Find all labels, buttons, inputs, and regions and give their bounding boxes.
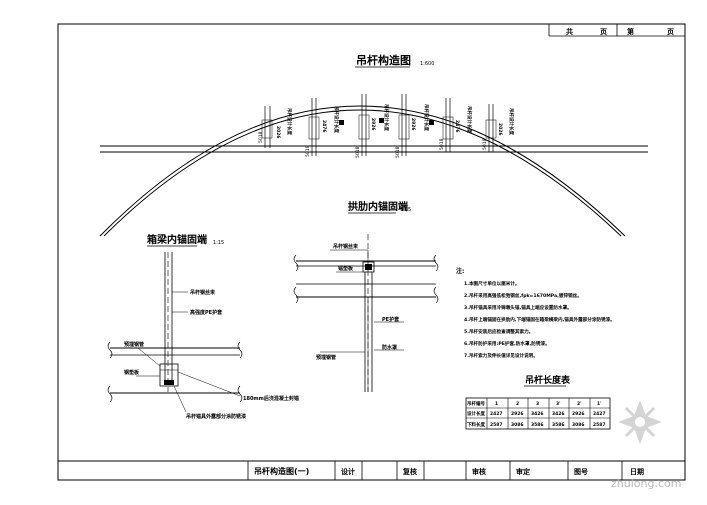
arch-label-1: 吊杆钢丝束 — [333, 243, 359, 250]
table-header-5: 2' — [577, 401, 582, 407]
table-row-1-cell-6: 2427 — [593, 411, 606, 417]
header-page-label-2: 页 — [667, 28, 674, 36]
watermark: zhulong.com — [611, 400, 681, 490]
header-page-label: 页 — [600, 28, 607, 36]
table-row-2-cell-4: 3586 — [552, 422, 565, 428]
girder-label-5: 180mm后浇混凝土封锚 — [243, 395, 299, 402]
arch-anchor-detail: 拱肋内锚固端 1:15 吊杆钢丝束 锚垫板 PE护套 防水罩 预埋钢管 — [293, 200, 439, 392]
table-row-2-cell-6: 2587 — [593, 422, 606, 428]
hanger-3-label: 吊杆设计长度 — [383, 104, 390, 131]
girder-detail-title: 箱梁内锚固端 — [147, 233, 207, 246]
table-row-2-cell-3: 3586 — [531, 422, 544, 428]
note-1: 1.本图尺寸单位以厘米计。 — [464, 280, 519, 287]
deck-block-3 — [429, 120, 434, 125]
girder-label-6: 吊杆锚具外露部分涂防锈漆 — [186, 413, 246, 420]
title-design: 设计 — [341, 467, 355, 476]
arch-detail-title: 拱肋内锚固端 — [348, 200, 408, 213]
table-header-6: 1' — [597, 401, 602, 407]
hanger-2-station: 5018 — [305, 145, 311, 157]
hanger-1: 2026 吊杆设计长度 5018 — [258, 106, 293, 148]
note-3: 3.吊杆锚具采用冷铸墩头锚,锚具上端应设置防水罩。 — [464, 304, 572, 311]
table-row-1-label: 设计长度 — [467, 410, 485, 417]
table-row-2-cell-1: 2587 — [490, 422, 503, 428]
table-row-1-cell-4: 3426 — [552, 411, 565, 417]
table-row-1-cell-1: 2427 — [490, 411, 503, 417]
note-7: 7.吊杆索力及伸长值详见设计说明。 — [464, 352, 538, 359]
header-no-label: 第 — [627, 27, 634, 36]
table-header-2: 2 — [516, 401, 519, 407]
arch-rib-upper — [99, 105, 626, 237]
hanger-2: 2476 吊杆设计长度 5018 — [305, 98, 340, 157]
hanger-4: 2926 吊杆设计长度 5018 — [395, 94, 430, 158]
title-check: 复核 — [402, 467, 417, 476]
hanger-6-label: 吊杆设计长度 — [508, 108, 515, 135]
note-2: 2.吊杆采用高强低松弛钢丝,fpk=1670MPa,镀锌钢丝。 — [464, 292, 582, 299]
table-row-1-cell-5: 2926 — [572, 411, 585, 417]
table-row-2-cell-2: 3086 — [511, 422, 524, 428]
hanger-2-label: 吊杆设计长度 — [333, 106, 340, 133]
table-header-3: 3 — [536, 401, 539, 407]
hanger-4-label: 吊杆设计长度 — [423, 104, 430, 131]
hanger-4-station: 5018 — [395, 146, 401, 158]
hanger-5: 2476 吊杆设计长度 5018 — [439, 98, 473, 152]
table-row-2-label: 下料长度 — [467, 421, 485, 428]
hanger-6-mark: 2026 — [497, 123, 503, 136]
girder-anchor-detail: 箱梁内锚固端 1:15 吊杆钢丝束 高强度PE护套 预埋钢管 钢垫板 180mm… — [107, 233, 299, 420]
title-drawing-no: 图号 — [574, 467, 588, 476]
elevation-view: 吊杆构造图 1:600 2026 吊杆设计长度 5018 2476 吊杆设计长度… — [99, 53, 648, 237]
hanger-1-label: 吊杆设计长度 — [286, 108, 293, 135]
table-row-1-cell-2: 2926 — [511, 411, 524, 417]
elevation-title: 吊杆构造图 — [356, 53, 411, 67]
girder-label-2: 高强度PE护套 — [190, 309, 222, 316]
title-review: 审核 — [472, 467, 486, 476]
hanger-5-mark: 2476 — [454, 120, 460, 133]
hanger-3: 2926 吊杆设计长度 5018 — [355, 94, 390, 158]
hanger-1-mark: 2026 — [275, 126, 281, 139]
watermark-text: zhulong.com — [611, 477, 681, 490]
hanger-3-mark: 2926 — [370, 118, 376, 131]
girder-label-4: 钢垫板 — [124, 369, 140, 376]
hanger-1-station: 5018 — [258, 131, 264, 143]
girder-label-3: 预埋钢管 — [124, 341, 144, 348]
table-row-2-cell-5: 3086 — [572, 422, 585, 428]
table-row-1-cell-3: 3426 — [531, 411, 544, 417]
notes-heading: 注: — [456, 267, 464, 275]
watermark-logo-icon — [618, 400, 662, 444]
arch-detail-scale: 1:15 — [400, 207, 411, 213]
title-approve: 审定 — [516, 467, 530, 476]
girder-label-1: 吊杆钢丝束 — [190, 289, 216, 296]
note-4: 4.吊杆上端锚固在拱肋内,下端锚固在箱梁横梁内,锚具外露部分涂防锈漆。 — [464, 316, 615, 323]
title-date: 日期 — [630, 467, 644, 476]
page-header: 共 页 第 页 — [548, 24, 685, 37]
table-header-1: 1 — [495, 401, 498, 407]
hanger-3-station: 5018 — [355, 146, 361, 158]
elevation-scale: 1:600 — [420, 61, 434, 67]
hanger-5-label: 吊杆设计长度 — [466, 106, 473, 133]
arch-label-2: 锚垫板 — [338, 265, 354, 272]
hanger-6: 2026 吊杆设计长度 5018 — [482, 104, 515, 152]
hanger-6-station: 5018 — [482, 138, 488, 150]
hanger-2-mark: 2476 — [321, 120, 327, 133]
girder-detail-scale: 1:15 — [213, 240, 224, 246]
length-table-title: 吊杆长度表 — [525, 374, 571, 386]
title-block: 吊杆构造图(一) 设计 复核 审核 审定 图号 日期 — [58, 460, 685, 480]
deck-block-2 — [379, 118, 384, 123]
arch-label-4: 防水罩 — [382, 344, 397, 351]
hanger-5-station: 5018 — [439, 138, 445, 150]
note-5: 5.吊杆安装后应检查调整其索力。 — [464, 328, 533, 335]
note-6: 6.吊杆防护采用:PE护套,防水罩,防锈漆。 — [464, 340, 550, 347]
length-table: 吊杆长度表 吊杆编号 1 2 3 3' 2' 1' 设计长度 2427 2926… — [465, 374, 611, 430]
notes: 注: 1.本图尺寸单位以厘米计。 2.吊杆采用高强低松弛钢丝,fpk=1670M… — [456, 267, 615, 359]
title-drawing-name: 吊杆构造图(一) — [254, 466, 309, 476]
arch-label-3: PE护套 — [382, 316, 399, 323]
hanger-4-mark: 2926 — [410, 118, 416, 131]
table-header-4: 3' — [556, 401, 561, 407]
arch-rib-lower — [103, 109, 622, 237]
deck-block-1 — [339, 120, 344, 125]
header-total-label: 共 — [566, 27, 573, 36]
table-header-0: 吊杆编号 — [467, 400, 485, 407]
arch-label-5: 预埋钢管 — [316, 354, 336, 361]
outer-frame — [57, 23, 686, 481]
